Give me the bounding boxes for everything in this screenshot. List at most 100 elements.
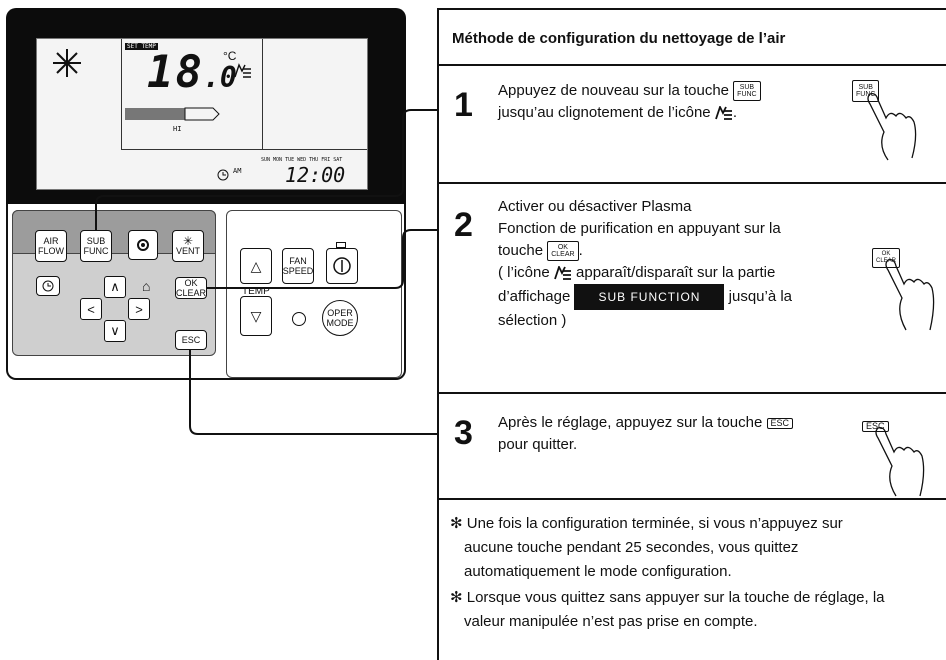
triangle-up-icon: △ — [250, 258, 262, 274]
temp-down-button[interactable]: ▽ — [240, 296, 272, 336]
speed-label: SPEED — [282, 266, 314, 276]
sub-func-label: SUB FUNC — [83, 236, 109, 256]
sub-function-bar: SUB FUNCTION — [574, 284, 725, 310]
mode-label: MODE — [326, 318, 354, 328]
step-1-line-1: Appuyez de nouveau sur la touche — [498, 82, 729, 99]
step-2-line-4a: ( l’icône — [498, 264, 550, 281]
connector-step2 — [207, 229, 437, 289]
step-2-line-4b: apparaît/disparaît sur la partie — [576, 264, 776, 281]
step-2-line-5b: jusqu’à la — [728, 287, 793, 305]
hand-icon — [885, 258, 935, 331]
power-icon — [333, 257, 351, 275]
oper-label: OPER — [327, 308, 353, 318]
note-2: ✻ Lorsque vous quittez sans appuyer sur … — [450, 586, 944, 634]
sensor-indicator — [292, 312, 306, 326]
ok-key-label: OK — [557, 244, 568, 252]
esc-button[interactable]: ESC — [175, 330, 207, 350]
up-arrow-button[interactable]: ∧ — [104, 276, 126, 298]
step-1-period: . — [732, 104, 737, 121]
lcd-display: SET TEMP 18 .0 °C HI SUN MON TUE WED THU… — [36, 38, 368, 190]
temp-label: TEMP — [242, 286, 270, 297]
step-3-number: 3 — [454, 414, 473, 452]
fan-speed-bar — [125, 107, 220, 121]
esc-key: ESC — [862, 421, 889, 433]
note-2-line-1: Lorsque vous quittez sans appuyer sur la… — [466, 589, 885, 606]
gear-icon — [137, 239, 149, 251]
step-2-number: 2 — [454, 206, 473, 244]
hand-icon — [867, 92, 917, 161]
lcd-temperature-decimal: .0 — [203, 61, 237, 94]
step-3-line-1: Après le réglage, appuyez sur la touche — [498, 414, 763, 431]
clear-key-label: CLEAR — [876, 258, 897, 264]
vent-label: VENT — [175, 246, 200, 256]
connector-step1 — [95, 109, 437, 230]
esc-key: ESC — [766, 417, 794, 429]
clear-key-label: CLEAR — [551, 251, 575, 259]
ok-key-label: OK — [881, 251, 891, 257]
lcd-time: 12:00 — [285, 163, 346, 187]
set-temp-label: SET TEMP — [125, 43, 158, 50]
note-1-line-2: aucune touche pendant 25 secondes, vous … — [464, 539, 799, 556]
plasma-icon — [234, 63, 251, 78]
note-2-line-2: valeur manipulée n’est pas prise en comp… — [464, 613, 758, 630]
sub-key-label: SUB — [739, 84, 755, 92]
step-3-text: Après le réglage, appuyez sur la touche … — [498, 412, 838, 456]
func-key-label: FUNC — [737, 91, 757, 99]
plasma-icon — [714, 104, 732, 120]
left-arrow-button[interactable]: < — [80, 298, 102, 320]
down-arrow-button[interactable]: ∨ — [104, 320, 126, 342]
lcd-unit: °C — [223, 49, 237, 63]
clear-label: CLEAR — [176, 288, 207, 298]
vent-icon: ✳ — [182, 234, 194, 248]
step-2-line-2: Fonction de purification en appuyant sur… — [498, 220, 781, 237]
air-flow-label: AIR FLOW — [38, 236, 64, 256]
temp-up-button[interactable]: △ — [240, 248, 272, 284]
connector-step3 — [189, 350, 437, 435]
step-1-number: 1 — [454, 86, 473, 124]
triangle-down-icon: ▽ — [250, 308, 262, 324]
step-2-line-5a: d’affichage — [498, 287, 571, 305]
note-1-line-1: Une fois la configuration terminée, si v… — [466, 515, 843, 532]
note-marker: ✻ — [450, 515, 463, 532]
air-flow-button[interactable]: AIR FLOW — [35, 230, 67, 262]
page-title: Méthode de configuration du nettoyage de… — [452, 30, 786, 47]
hand-press-illustration: ESC — [862, 418, 925, 497]
plasma-icon — [554, 264, 571, 280]
note-1-line-3: automatiquement le mode configuration. — [464, 563, 732, 580]
step-2-line-1: Activer ou désactiver Plasma — [498, 198, 692, 215]
sub-func-button[interactable]: SUB FUNC — [80, 230, 112, 262]
power-led — [336, 242, 346, 248]
esc-label: ESC — [181, 335, 201, 345]
right-arrow-button[interactable]: > — [128, 298, 150, 320]
settings-button[interactable] — [128, 230, 158, 260]
home-icon: ⌂ — [142, 278, 151, 294]
instruction-panel — [437, 8, 946, 660]
timer-button[interactable] — [36, 276, 60, 296]
step-2-period: . — [578, 242, 583, 259]
func-key-label: FUNC — [856, 91, 876, 98]
vent-button[interactable]: ✳VENT — [172, 230, 204, 262]
sub-key-label: SUB — [858, 84, 873, 91]
clock-icon — [42, 280, 54, 292]
step-3-line-2: pour quitter. — [498, 436, 578, 453]
note-marker: ✻ — [450, 589, 463, 606]
step-1-line-2: jusqu’au clignotement de l’icône — [498, 104, 711, 121]
hand-icon — [875, 426, 925, 497]
lcd-days: SUN MON TUE WED THU FRI SAT — [261, 157, 343, 163]
fan-level-label: HI — [173, 125, 182, 133]
right-button-panel — [226, 210, 402, 378]
ok-label: OK — [184, 278, 198, 288]
cool-mode-icon — [53, 49, 81, 77]
clock-icon — [217, 169, 229, 181]
panel-header — [437, 8, 946, 66]
power-button[interactable] — [326, 248, 358, 284]
